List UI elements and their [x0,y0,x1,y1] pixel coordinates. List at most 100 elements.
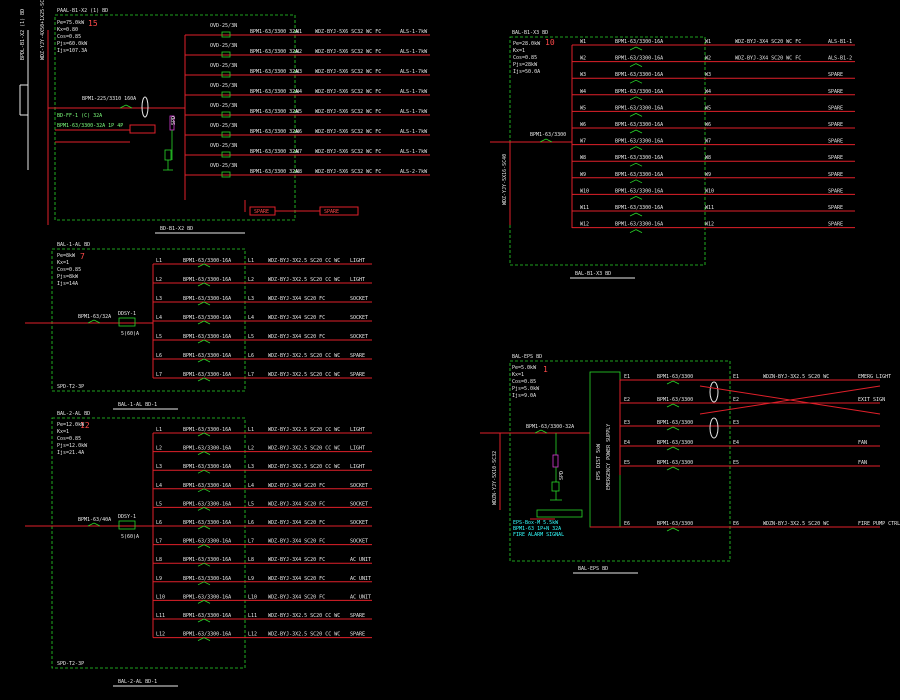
circuit-id: W1 [580,39,586,45]
eps-note: BPM1-63 1P+N 32A [513,526,561,532]
circuit-id: N8 [296,169,302,175]
circuit-breaker-label: BPM1-63/3300-16A [183,296,231,302]
breaker-symbol [197,507,211,511]
circuit-breaker-label: BPM1-63/3300 [657,460,693,466]
circuit-breaker-label: BPM1-63/3300 [657,397,693,403]
circuit-load: SPARE [828,172,843,178]
contactor-box [129,124,156,134]
ovp-device [221,51,231,58]
panel-number: 15 [88,19,98,28]
panel-param: Ijs=21.4A [57,450,84,456]
breaker-symbol [666,426,680,431]
circuit-load: AC UNIT [350,594,371,600]
circuit-cable: WDZ-BYJ-3X4 SC20 FC [268,557,325,563]
circuit-breaker-label: BPM1-63/3300-16A [183,258,231,264]
circuit-breaker-label: BPM1-63/3300 32A [250,149,298,155]
circuit-cable: WDZ-BYJ-5X6 SC32 WC FC [315,149,381,155]
circuit-id: E5 [624,460,630,466]
circuit-id: L2 [156,446,162,452]
circuit-breaker-label: BPM1-63/3300-16A [183,353,231,359]
circuit-id-out: L9 [248,576,254,582]
panel-param: Cos=0.85 [57,267,81,273]
panel-footer: BAL-EPS BD [578,566,608,572]
circuit-cable: WDZ-BYJ-3X4 SC20 FC [268,539,325,545]
ovp-label: OVD-25/3N [210,23,237,29]
spd-symbol [552,454,559,468]
circuit-load: SOCKET [350,520,368,526]
circuit-id: L1 [156,427,162,433]
circuit-cable: WDZN-BYJ-3X2.5 SC20 WC [763,374,829,380]
spare-label: SPARE [254,209,269,215]
circuit-breaker-label: BPM1-63/3300-16A [615,72,663,78]
circuit-id-out: W8 [705,155,711,161]
breaker-symbol [197,282,211,287]
panel-param: Kx=1 [57,429,69,435]
panel-footer: BAL-1-AL BD-1 [118,402,157,408]
panel-param: Kx=1 [513,48,525,54]
circuit-cable: WDZ-BYJ-5X6 SC32 WC FC [315,49,381,55]
breaker-symbol [666,446,680,451]
circuit-cable: WDZ-BYJ-5X6 SC32 WC FC [315,29,381,35]
circuit-load: SOCKET [350,296,368,302]
breaker-symbol [197,377,211,382]
panel-note: SPD-T2-3P [57,661,84,667]
circuit-id-out: L4 [248,315,254,321]
circuit-id: L7 [156,372,162,378]
circuit-id: L2 [156,277,162,283]
circuit-id: N4 [296,89,302,95]
breaker-symbol [629,229,643,233]
circuit-breaker-label: BPM1-63/3300 32A [250,29,298,35]
panel-param: Pjs=28kW [513,62,538,68]
ovp-label: OVD-25/3N [210,123,237,129]
circuit-id-out: E3 [733,420,739,426]
circuit-id: E6 [624,521,630,527]
breaker-symbol [629,212,643,217]
circuit-id-out: L11 [248,613,257,619]
ovp-device [221,171,231,178]
circuit-id: W3 [580,72,586,78]
circuit-id-out: L3 [248,464,254,470]
breaker-symbol [197,525,211,530]
circuit-cable: WDZ-BYJ-3X4 SC20 FC [268,483,325,489]
circuit-id: L5 [156,501,162,507]
circuit-load: ALS-1-7kW [400,69,428,75]
circuit-id: L3 [156,296,162,302]
circuit-id-out: E2 [733,397,739,403]
circuit-id: E1 [624,374,630,380]
circuit-load: SOCKET [350,501,368,507]
circuit-load: LIGHT [350,427,365,433]
circuit-breaker-label: BPM1-63/3300-16A [183,446,231,452]
circuit-load: EXIT SIGN [858,397,885,403]
circuit-cable: WDZ-BYJ-5X6 SC32 WC FC [315,109,381,115]
eps-sub-label: EMERGENCY POWER SUPPLY [606,424,612,490]
circuit-breaker-label: BPM1-63/3300-16A [183,613,231,619]
circuit-breaker-label: BPM1-63/3300-16A [183,632,231,638]
energy-meter [118,520,136,530]
breaker-symbol [87,522,101,527]
circuit-breaker-label: BPM1-63/3300-16A [183,483,231,489]
circuit-id-out: L1 [248,258,254,264]
current-transformer [709,417,719,439]
circuit-breaker-label: BPM1-63/3300-16A [183,557,231,563]
circuit-load: SOCKET [350,539,368,545]
circuit-breaker-label: BPM1-63/3300-16A [615,222,663,228]
circuit-load: SPARE [828,105,843,111]
circuit-id: L4 [156,315,162,321]
breaker-symbol [629,96,643,101]
